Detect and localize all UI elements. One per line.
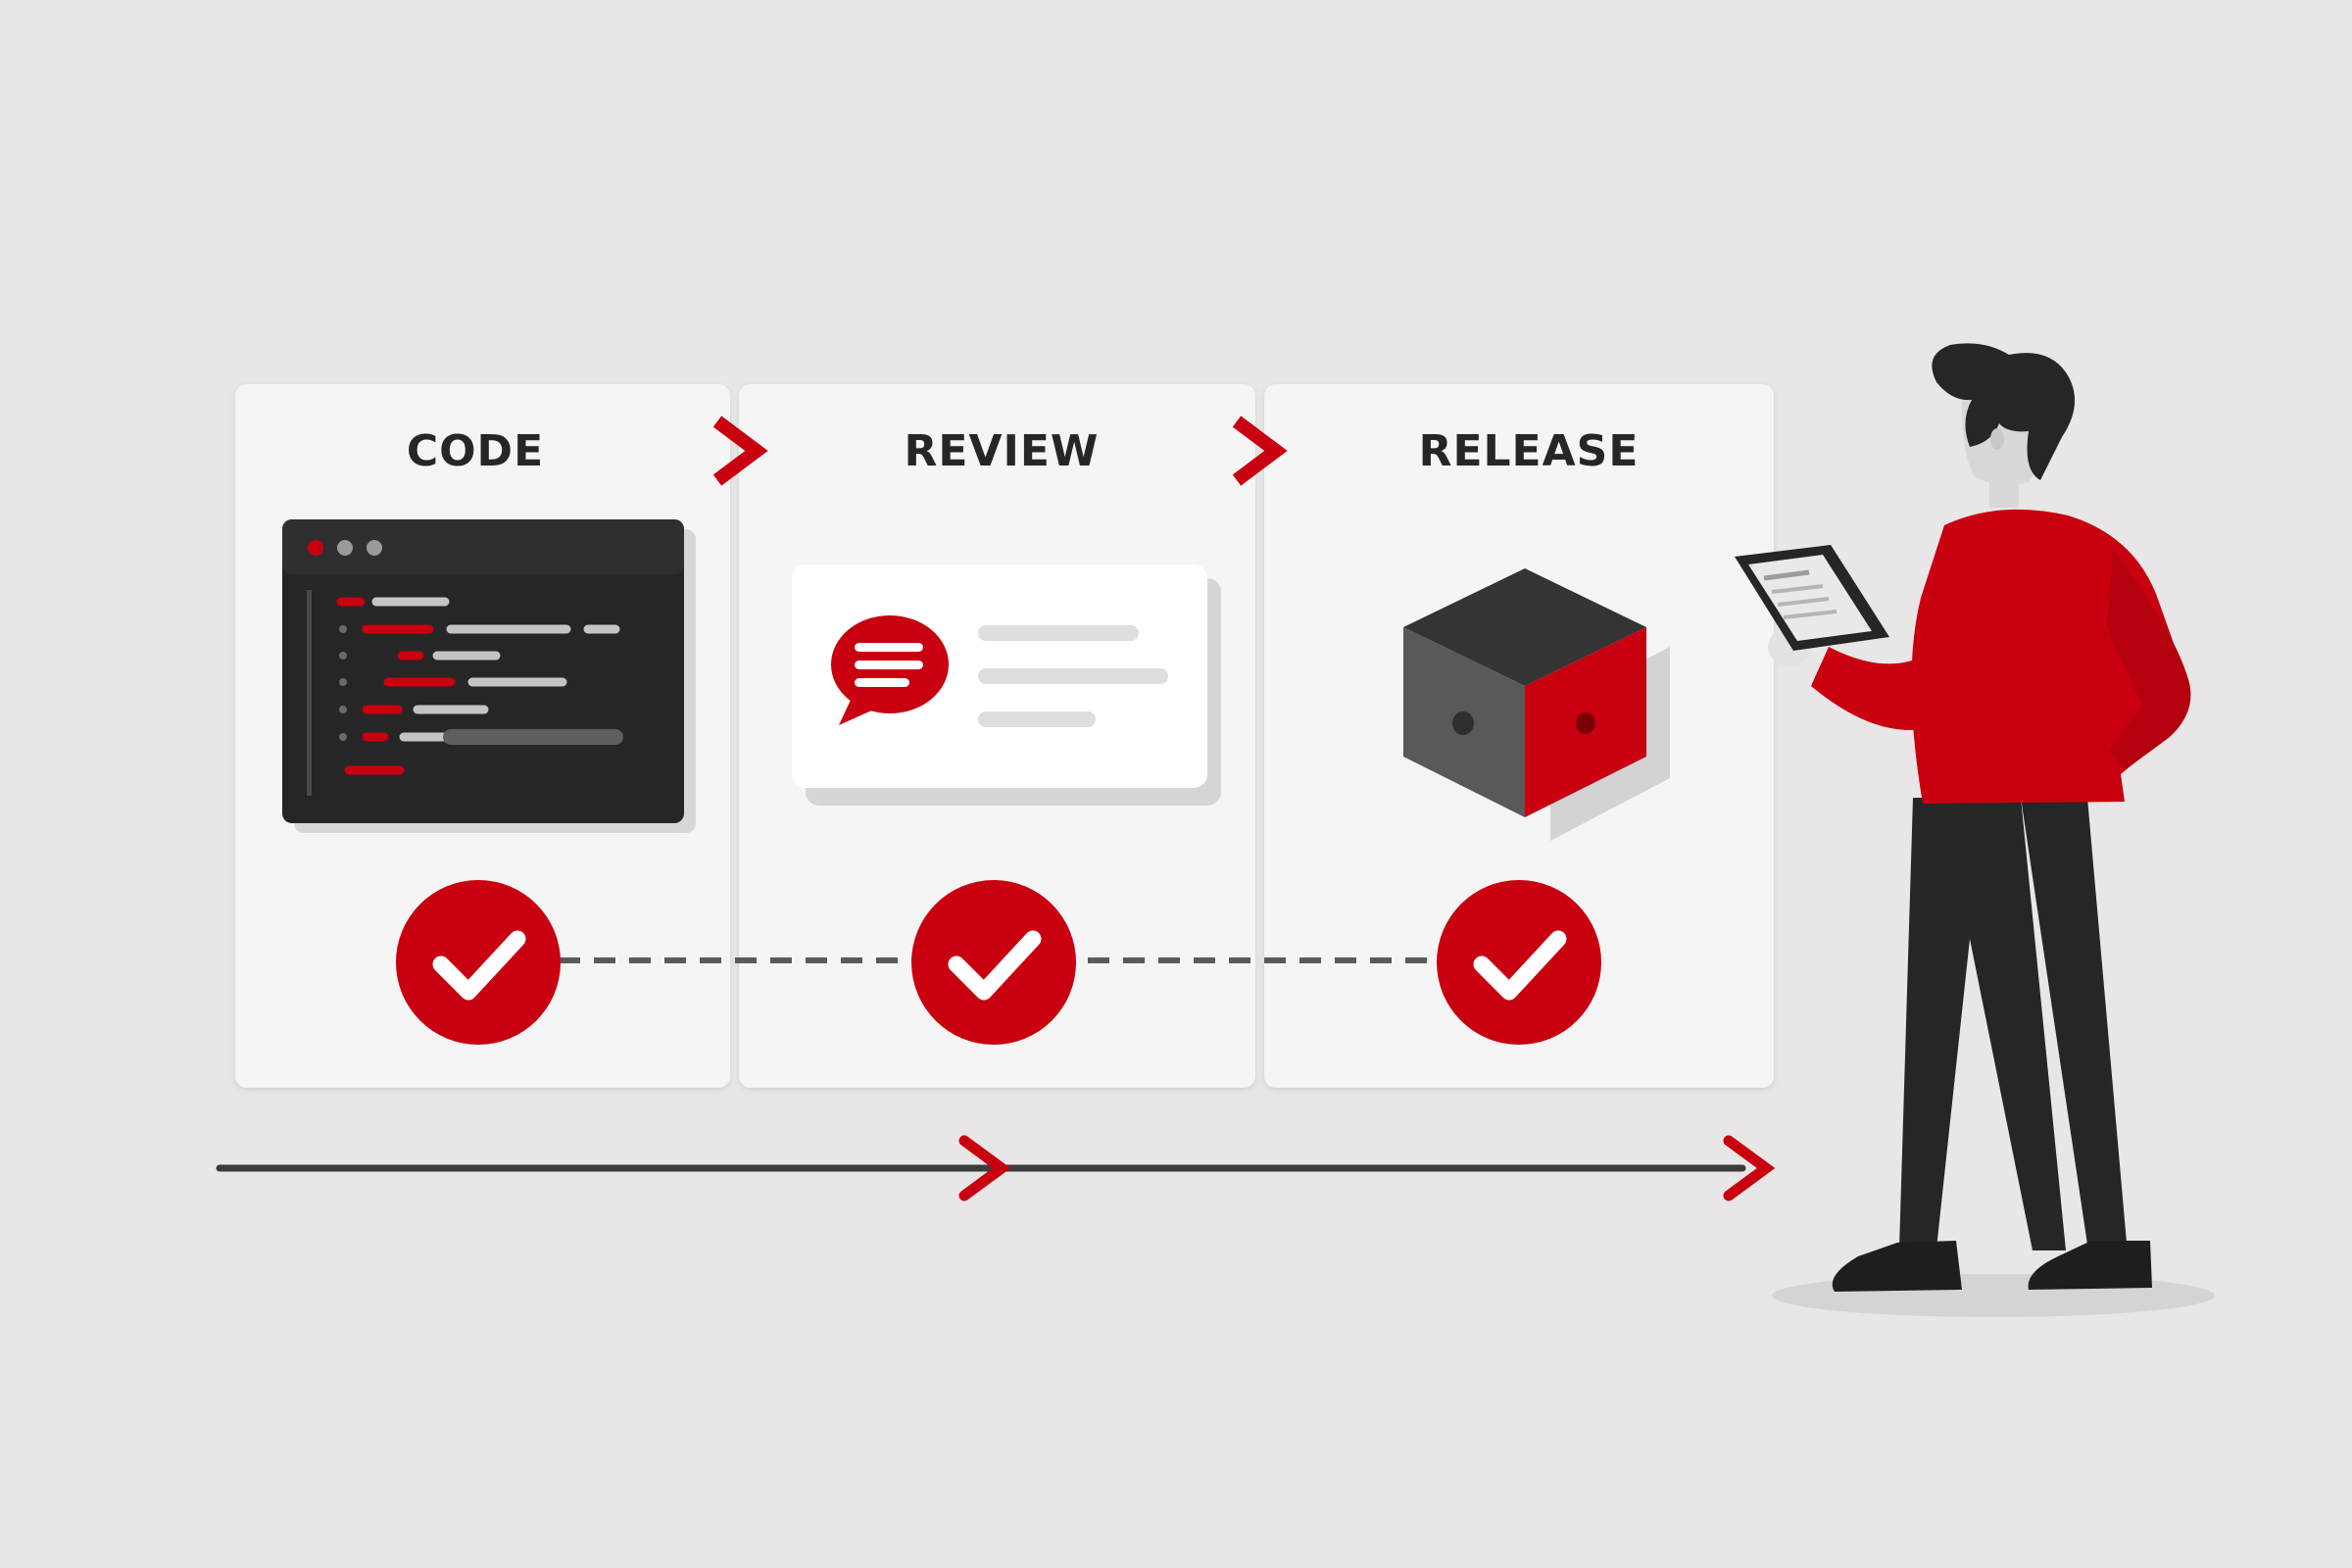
stage-title-code: CODE xyxy=(407,426,544,476)
tablet-icon xyxy=(1735,545,1889,651)
timeline-arrow xyxy=(216,1135,1776,1201)
stage-title-release: RELEASE xyxy=(1419,426,1640,476)
check-badge-code xyxy=(396,880,561,1045)
code-editor-icon xyxy=(282,519,696,833)
stage-title-review: REVIEW xyxy=(905,426,1100,476)
arrow-right-icon xyxy=(958,1135,1011,1201)
review-card-icon xyxy=(792,564,1221,806)
package-cube-icon xyxy=(1403,568,1670,841)
chevron-right-icon xyxy=(1232,416,1288,486)
checkmark-icon xyxy=(1473,930,1567,1001)
checkmark-icon xyxy=(948,930,1042,1001)
check-badge-review xyxy=(911,880,1076,1045)
arrow-right-icon xyxy=(1723,1135,1776,1201)
check-badge-release xyxy=(1437,880,1601,1045)
person-with-tablet-icon xyxy=(1735,343,2215,1317)
checkmark-icon xyxy=(432,930,526,1001)
chevron-right-icon xyxy=(712,416,768,486)
comment-bubble-icon xyxy=(831,615,949,725)
